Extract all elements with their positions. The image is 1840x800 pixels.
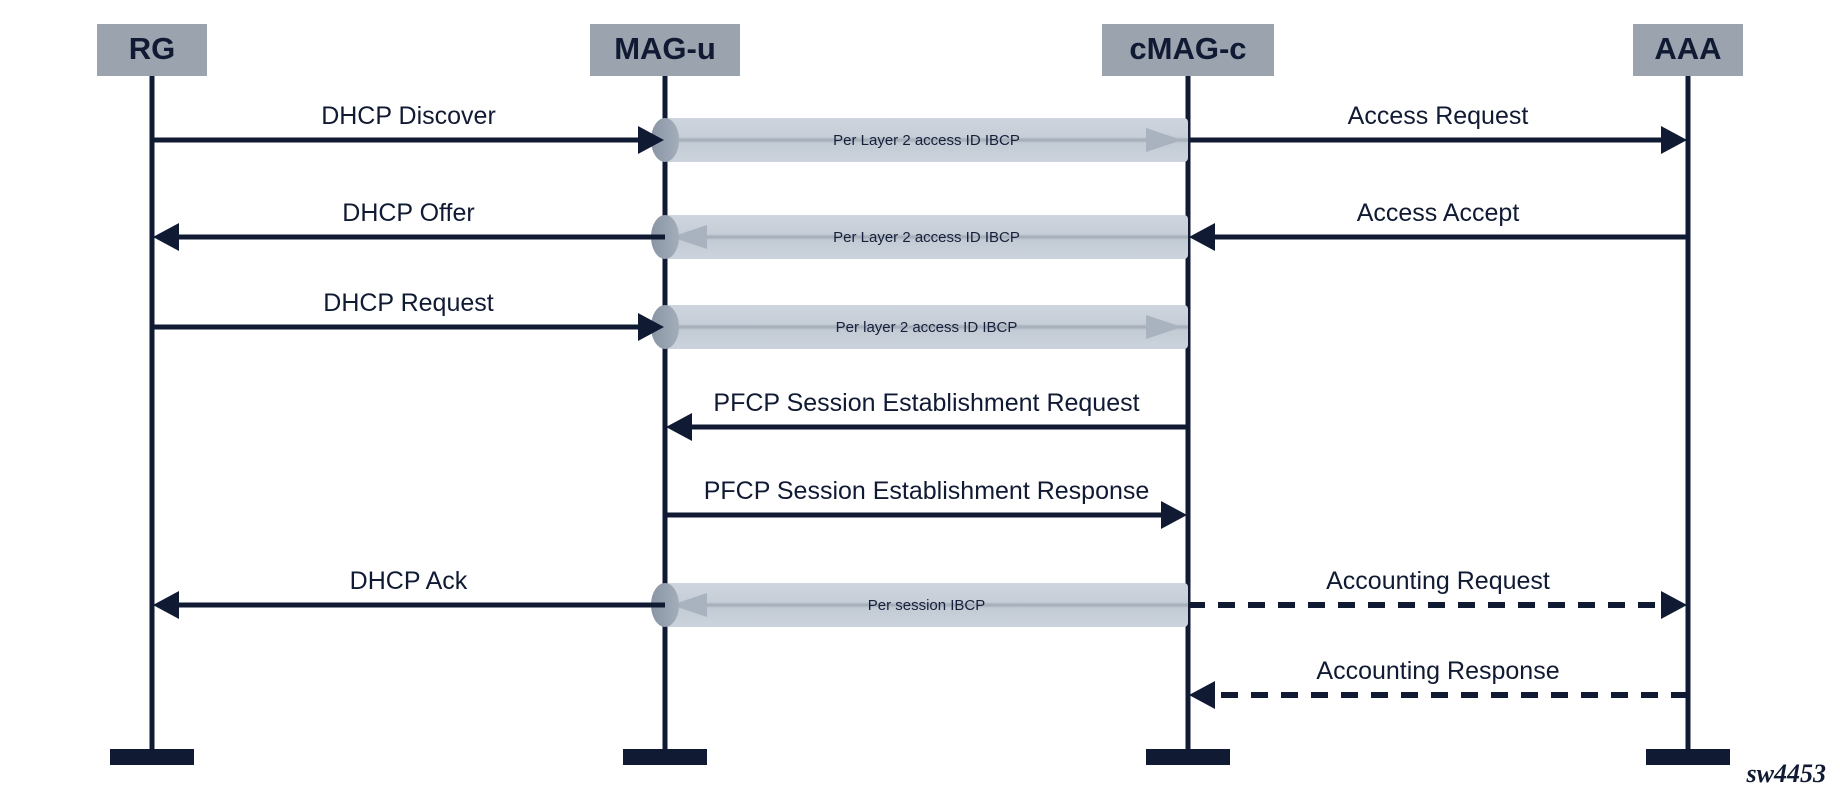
message-pfcp-session-establishment-request: PFCP Session Establishment Request [666, 389, 1188, 441]
lifeline-foot-rg [110, 749, 194, 765]
message-label: DHCP Request [323, 289, 494, 317]
message-accounting-response: Accounting Response [1189, 657, 1688, 709]
message-dhcp-request: DHCP Request [152, 289, 664, 341]
actor-label-aaa: AAA [1654, 31, 1721, 66]
message-arrowhead [1161, 501, 1187, 529]
tube-cap [651, 118, 679, 162]
ibcp-tube-tube-l2-ibcp-3: Per layer 2 access ID IBCP [651, 305, 1188, 349]
watermark-label: sw4453 [1746, 759, 1826, 788]
message-dhcp-offer: DHCP Offer [153, 199, 665, 251]
message-label: PFCP Session Establishment Response [704, 477, 1150, 505]
tube-label: Per Layer 2 access ID IBCP [833, 132, 1020, 149]
message-label: PFCP Session Establishment Request [713, 389, 1139, 417]
message-label: Access Request [1348, 102, 1529, 130]
message-arrowhead [1661, 126, 1687, 154]
lifeline-aaa [1646, 75, 1730, 765]
lifeline-mag-u [623, 75, 707, 765]
message-label: DHCP Ack [350, 567, 468, 595]
actor-label-rg: RG [129, 31, 176, 66]
tube-label: Per layer 2 access ID IBCP [836, 319, 1018, 336]
actor-cmag-c[interactable]: cMAG-c [1102, 24, 1274, 76]
lifeline-cmag-c [1146, 75, 1230, 765]
message-arrowhead [666, 413, 692, 441]
message-label: Access Accept [1357, 199, 1520, 227]
ibcp-tube-tube-l2-ibcp-1: Per Layer 2 access ID IBCP [651, 118, 1188, 162]
tube-arrowhead [671, 593, 707, 617]
actor-label-cmag-c: cMAG-c [1129, 31, 1246, 66]
actor-box-mag-u[interactable] [590, 24, 740, 76]
message-arrowhead [1189, 223, 1215, 251]
message-dhcp-ack: DHCP Ack [153, 567, 665, 619]
message-pfcp-session-establishment-response: PFCP Session Establishment Response [665, 477, 1187, 529]
message-arrowhead [1189, 681, 1215, 709]
message-label: Accounting Request [1326, 567, 1550, 595]
actor-aaa[interactable]: AAA [1633, 24, 1743, 76]
message-label: Accounting Response [1316, 657, 1559, 685]
message-access-accept: Access Accept [1189, 199, 1688, 251]
message-arrowhead [638, 313, 664, 341]
tube-arrowhead [1146, 128, 1182, 152]
ibcp-tube-tube-l2-ibcp-2: Per Layer 2 access ID IBCP [651, 215, 1188, 259]
actor-box-rg[interactable] [97, 24, 207, 76]
message-accounting-request: Accounting Request [1188, 567, 1687, 619]
actor-mag-u[interactable]: MAG-u [590, 24, 740, 76]
lifeline-foot-cmag-c [1146, 749, 1230, 765]
message-arrowhead [153, 591, 179, 619]
tube-arrowhead [671, 225, 707, 249]
tubes-group: Per Layer 2 access ID IBCP Per Layer 2 ac… [651, 118, 1188, 627]
lifeline-foot-aaa [1646, 749, 1730, 765]
actor-rg[interactable]: RG [97, 24, 207, 76]
actor-box-cmag-c[interactable] [1102, 24, 1274, 76]
ibcp-tube-tube-session-ibcp: Per session IBCP [651, 583, 1188, 627]
message-label: DHCP Offer [342, 199, 474, 227]
lifeline-rg [110, 75, 194, 765]
tube-label: Per session IBCP [868, 597, 986, 614]
message-arrowhead [1661, 591, 1687, 619]
message-arrowhead [638, 126, 664, 154]
tube-cap [651, 305, 679, 349]
lifelines-group [110, 75, 1730, 765]
message-access-request: Access Request [1188, 102, 1687, 154]
tube-arrowhead [1146, 315, 1182, 339]
actor-box-aaa[interactable] [1633, 24, 1743, 76]
message-dhcp-discover: DHCP Discover [152, 102, 664, 154]
tube-label: Per Layer 2 access ID IBCP [833, 229, 1020, 246]
message-label: DHCP Discover [321, 102, 496, 130]
actor-label-mag-u: MAG-u [614, 31, 716, 66]
message-arrowhead [153, 223, 179, 251]
actors-group: RG MAG-u cMAG-c AAA [97, 24, 1743, 76]
lifeline-foot-mag-u [623, 749, 707, 765]
